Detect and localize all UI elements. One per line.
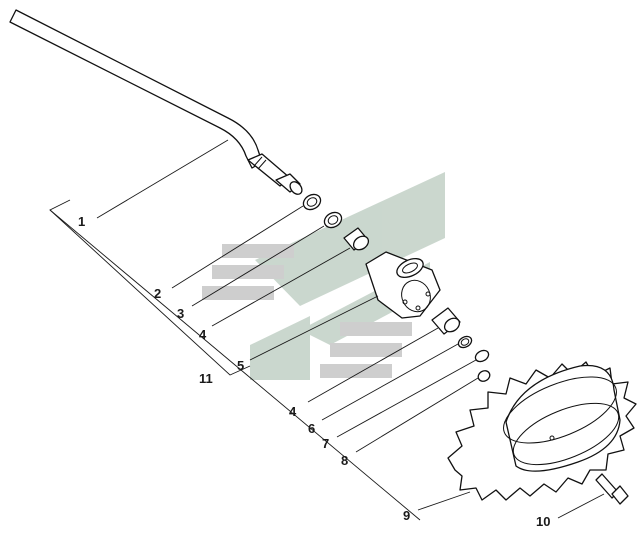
nut-part [477, 370, 491, 382]
callout-label-4: 4 [199, 327, 207, 342]
callout-labels: 1 2 3 4 5 11 4 6 7 8 9 10 [78, 214, 550, 529]
sprocket-wheel-part [447, 361, 637, 501]
callout-label-1: 1 [78, 214, 85, 229]
bushing-part-lower [431, 307, 461, 335]
callout-label-11: 11 [199, 371, 213, 386]
leader-lines [96, 139, 605, 519]
callout-label-9: 9 [403, 508, 410, 523]
ring-part-3 [323, 211, 343, 229]
callout-label-7: 7 [322, 436, 329, 451]
callout-label-8: 8 [341, 453, 348, 468]
ring-part [302, 193, 322, 211]
callout-label-4b: 4 [289, 404, 297, 419]
shaft-part [9, 9, 303, 195]
callout-label-10: 10 [536, 514, 550, 529]
callout-label-2: 2 [154, 286, 161, 301]
bushing-part [343, 227, 370, 251]
washer-part [474, 349, 490, 363]
callout-label-5: 5 [237, 358, 244, 373]
callout-label-6: 6 [308, 421, 315, 436]
bolt-part [595, 473, 629, 505]
callout-label-3: 3 [177, 306, 184, 321]
callout-bracket [49, 199, 421, 521]
hub-part [365, 251, 441, 319]
ring-part-6 [457, 335, 473, 349]
